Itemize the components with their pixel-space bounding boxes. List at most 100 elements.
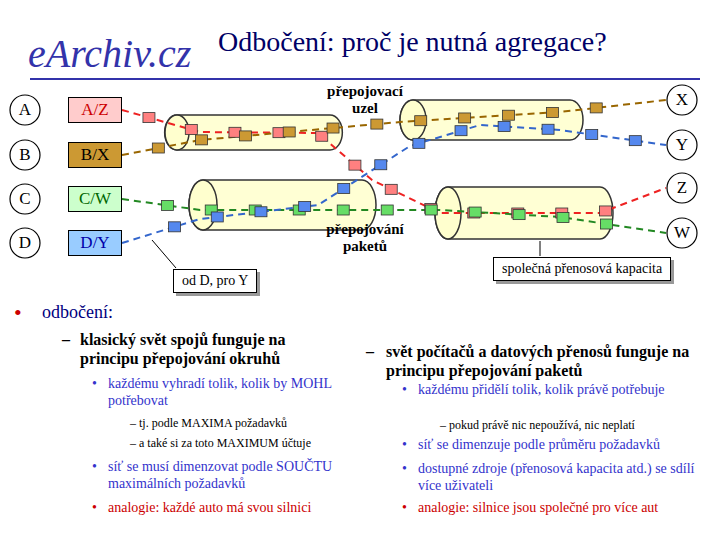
bullet: • <box>402 437 407 454</box>
packet <box>503 110 515 120</box>
title-rule <box>30 78 700 80</box>
bullet: • <box>14 300 22 326</box>
packet <box>211 212 223 222</box>
packet <box>415 116 427 126</box>
packet <box>283 127 295 137</box>
switching-node: přepojovací uzel přepojování paketů <box>255 75 475 255</box>
packet <box>338 184 350 194</box>
packet <box>143 113 155 123</box>
tube-end <box>189 180 217 230</box>
outline <box>10 184 40 214</box>
tube-end <box>400 100 426 140</box>
endpoint-circle: C <box>9 183 41 215</box>
bullet-text: – a také si za toto MAXIMUM účtuje <box>130 436 311 450</box>
node-text: přepojovací uzel <box>315 83 415 118</box>
packet <box>316 131 328 141</box>
port-box: C/W <box>68 186 122 212</box>
node-text: Y <box>676 135 688 155</box>
node-text: D/Y <box>80 233 109 253</box>
packet <box>599 206 611 216</box>
callout-box: od D, pro Y <box>173 269 257 293</box>
packet <box>327 123 339 133</box>
node-text: A <box>19 100 31 120</box>
packet <box>600 219 612 229</box>
bullet-text: – pokud právě nic nepoužívá, nic neplatí <box>440 418 635 432</box>
endpoint-circle: X <box>666 84 698 116</box>
title: Odbočení: proč je nutná agregace? <box>218 26 713 58</box>
packet <box>459 113 471 123</box>
packet <box>169 222 181 232</box>
outline <box>667 173 697 203</box>
endpoint-circle: A <box>9 94 41 126</box>
bullet-text: síť se musí dimenzovat podle SOUČTU maxi… <box>108 459 338 493</box>
bullet: • <box>402 382 407 399</box>
endpoint-circle: Y <box>666 129 698 161</box>
bullet-text: svět počítačů a datových přenosů funguje… <box>386 342 711 380</box>
outline <box>667 130 697 160</box>
packet <box>255 207 267 217</box>
bullet: • <box>92 459 97 476</box>
node-text: od D, pro Y <box>182 273 248 289</box>
packet <box>513 210 525 220</box>
node-text: C <box>19 189 30 209</box>
packet <box>371 119 383 129</box>
outline <box>10 228 40 258</box>
packet <box>629 136 641 146</box>
outline <box>667 85 697 115</box>
bullet-text: analogie: silnice jsou společné pro více… <box>418 500 658 517</box>
bullet-text: – tj. podle MAXIMA požadavků <box>130 416 287 430</box>
node-text: X <box>676 90 688 110</box>
packet <box>381 205 393 215</box>
packet <box>586 129 598 139</box>
endpoint-circle: W <box>666 217 698 249</box>
outline <box>667 218 697 248</box>
packet <box>590 103 602 113</box>
packet <box>542 124 554 134</box>
outline <box>10 95 40 125</box>
packet <box>162 200 174 210</box>
tube <box>400 100 583 140</box>
packet <box>299 202 311 212</box>
packet <box>196 135 208 145</box>
endpoint-circle: Z <box>666 172 698 204</box>
packet <box>413 138 425 148</box>
bullet: – <box>366 342 374 361</box>
logo: eArchiv.cz <box>28 30 191 78</box>
bullet: • <box>402 500 407 517</box>
packet <box>557 212 569 222</box>
node-text: B/X <box>81 145 109 165</box>
node-text: W <box>674 223 690 243</box>
bullet-text: analogie: každé auto má svou silnici <box>108 500 311 517</box>
node-text: Z <box>677 178 687 198</box>
bullet: • <box>92 500 97 517</box>
packet <box>385 184 397 194</box>
packet <box>455 126 467 136</box>
bullet: – <box>62 330 70 349</box>
port-box: D/Y <box>68 230 122 256</box>
outline <box>10 140 40 170</box>
node-text: přepojování paketů <box>315 221 415 256</box>
port-box: B/X <box>68 142 122 168</box>
bullet-text: síť se dimenzuje podle průměru požadavků <box>418 437 708 454</box>
packet <box>337 205 349 215</box>
bullet-text: každému přidělí tolik, kolik právě potře… <box>418 382 708 399</box>
packet <box>375 160 387 170</box>
bullet: • <box>92 376 97 393</box>
packet <box>425 205 437 215</box>
bullet-text: klasický svět spojů funguje na principu … <box>80 330 320 368</box>
packet <box>239 131 251 141</box>
bullet: • <box>402 461 407 478</box>
bullet-text: odbočení: <box>42 302 113 324</box>
packet-flow-line <box>122 110 666 213</box>
node-text: A/Z <box>81 100 108 120</box>
leader-line <box>540 241 541 256</box>
endpoint-circle: B <box>9 139 41 171</box>
callout-box: společná přenosová kapacita <box>493 257 671 281</box>
shared-tubes <box>165 100 613 239</box>
packet <box>349 160 361 170</box>
node-text: D <box>19 233 31 253</box>
packet-flow-line <box>122 100 666 155</box>
leader-line <box>152 240 176 268</box>
node-text: B <box>19 145 30 165</box>
packet <box>469 207 481 217</box>
